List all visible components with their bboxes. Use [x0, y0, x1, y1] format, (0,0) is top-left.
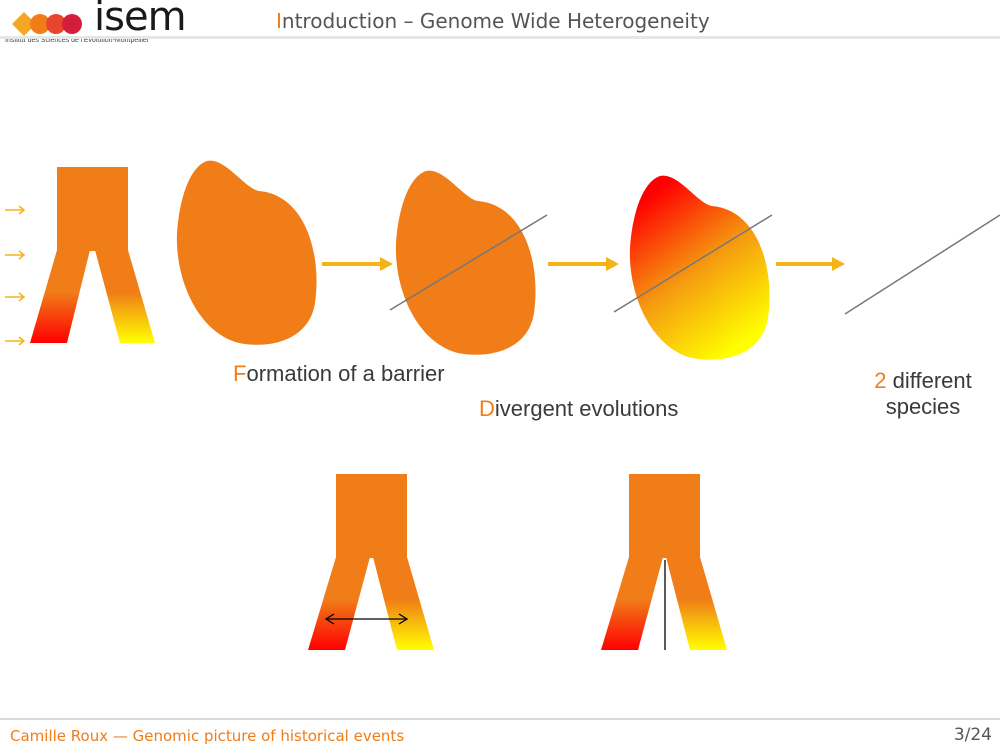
gene-flow-arrow	[324, 613, 409, 625]
input-arrow-3	[5, 292, 26, 302]
step-arrow-2	[548, 257, 619, 271]
page-number: 3/24	[953, 725, 992, 745]
species-label-line1: different	[886, 368, 972, 393]
barrier-label-rest: ormation of a barrier	[246, 361, 445, 386]
title-initial: I	[276, 9, 282, 33]
divergent-label-rest: ivergent evolutions	[494, 396, 679, 421]
input-arrow-1	[5, 205, 26, 215]
population-with-barrier-blob	[395, 170, 536, 355]
divergence-tree-top	[30, 167, 155, 343]
barrier-line-1	[389, 214, 548, 311]
divergent-label: Divergent evolutions	[479, 396, 678, 422]
species-label: 2 different species	[867, 368, 979, 420]
logo-dots-icon	[12, 12, 82, 36]
footer-author-title: Camille Roux — Genomic picture of histor…	[10, 727, 405, 745]
speciation-diagram	[5, 160, 1000, 650]
barrier-label-initial: F	[233, 361, 247, 386]
gene-flow-tree	[308, 474, 434, 650]
isem-logo: isem Institut des Sciences de l'Evolutio…	[0, 0, 200, 46]
barrier-line-2	[613, 214, 773, 313]
title-rest: ntroduction – Genome Wide Heterogeneity	[281, 9, 710, 33]
header-divider	[0, 36, 1000, 39]
divergent-label-initial: D	[479, 396, 495, 421]
species-label-number: 2	[874, 368, 887, 393]
slide-title: Introduction – Genome Wide Heterogeneity	[276, 9, 710, 33]
input-arrows	[5, 205, 26, 346]
population-blob	[176, 160, 317, 345]
logo-wordmark: isem	[94, 0, 187, 40]
footer-divider	[0, 718, 1000, 720]
isolation-tree	[601, 474, 727, 650]
logo-subtitle: Institut des Sciences de l'Evolution-Mon…	[5, 37, 150, 44]
input-arrow-4	[5, 336, 26, 346]
barrier-label: Formation of a barrier	[233, 361, 445, 387]
step-arrow-3	[776, 257, 845, 271]
step-arrow-1	[322, 257, 393, 271]
species-label-line2: species	[885, 394, 961, 419]
barrier-line-3	[844, 214, 1000, 315]
two-species-blob	[854, 173, 995, 358]
input-arrow-2	[5, 250, 26, 260]
diverging-population-blob	[629, 175, 770, 360]
